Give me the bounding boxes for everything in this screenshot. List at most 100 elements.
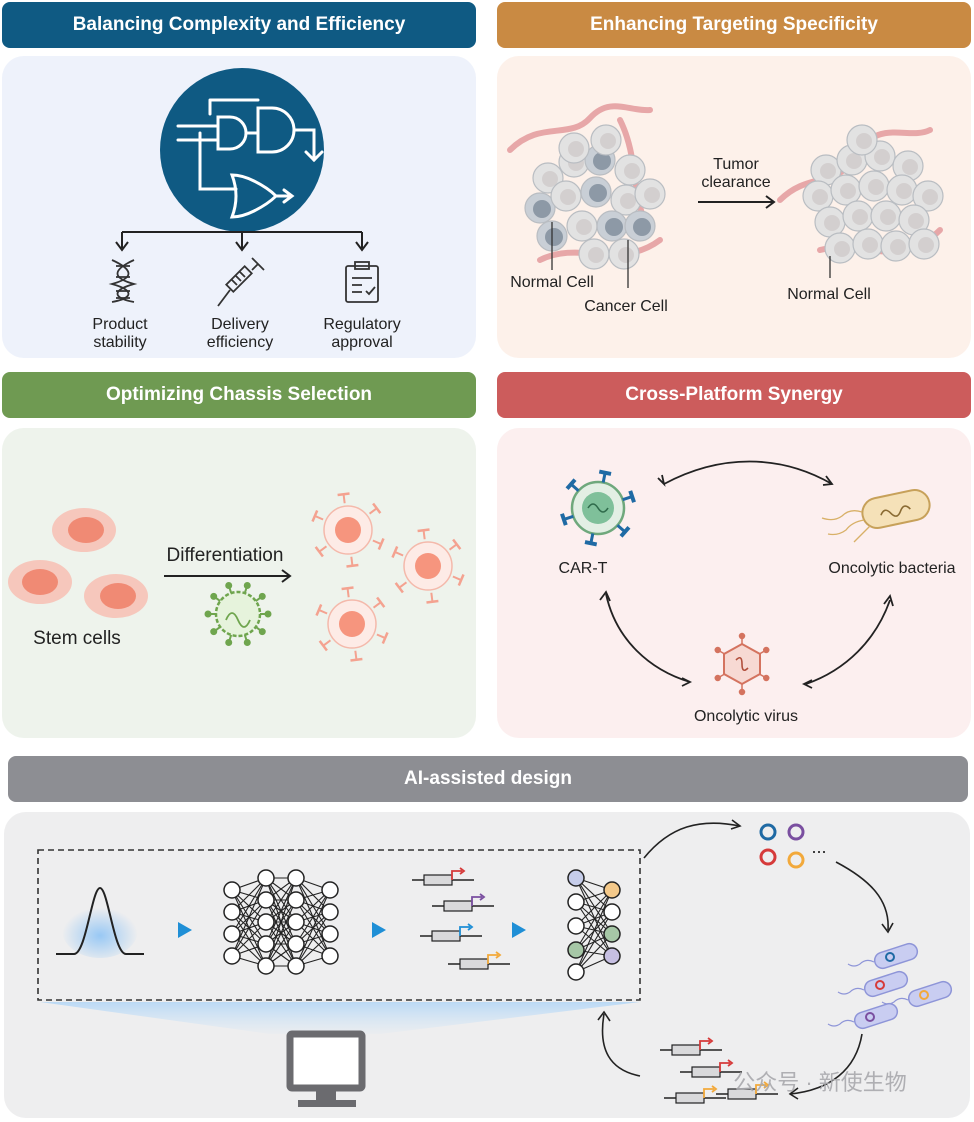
- cell-nucleus: [542, 171, 558, 187]
- virus-spike-tip: [258, 592, 266, 600]
- net-node: [603, 881, 621, 899]
- net-edge: [265, 877, 297, 923]
- computer-monitor-icon: [286, 1030, 366, 1107]
- tumor-tissue-illustration: [507, 103, 944, 288]
- panel3-header: Optimizing Chassis Selection: [2, 372, 476, 418]
- delivery-label-line2: efficiency: [206, 334, 274, 351]
- net-node: [287, 913, 305, 931]
- bacterium: [873, 942, 919, 970]
- cell-nucleus: [896, 183, 912, 199]
- cell-nucleus: [820, 163, 836, 179]
- plasmid-icons: [759, 823, 805, 869]
- immune-cell-nucleus: [339, 611, 365, 637]
- gene-block: [443, 900, 473, 912]
- receptor-tip: [350, 657, 363, 662]
- watermark: 公众号 · 新使生物: [733, 1070, 907, 1095]
- receptor-tip: [376, 596, 386, 608]
- flagellum: [827, 1019, 855, 1027]
- net-node: [287, 891, 305, 909]
- net-node: [223, 947, 241, 965]
- net-edge: [265, 921, 297, 967]
- panel1-header: Balancing Complexity and Efficiency: [2, 2, 476, 48]
- virus-spike-tip: [738, 688, 746, 696]
- delivery-efficiency-label: Delivery efficiency: [180, 316, 300, 352]
- differentiation-illustration: [8, 492, 465, 662]
- promoter-arrow: [719, 1062, 730, 1072]
- plasmid-ellipsis: ...: [811, 837, 827, 857]
- virus-spike-tip: [243, 581, 251, 589]
- dna-icon: [108, 259, 138, 303]
- immune-cell-nucleus: [415, 553, 441, 579]
- cell-nucleus: [846, 153, 862, 169]
- neural-network-icon: [223, 869, 339, 975]
- cell-nucleus: [856, 133, 872, 149]
- net-node: [287, 935, 305, 953]
- receptor: [354, 650, 358, 660]
- gene-block: [423, 874, 453, 886]
- cell-nucleus: [824, 215, 840, 231]
- net-node: [567, 941, 585, 959]
- tumor-clearance-line1: Tumor: [713, 156, 759, 173]
- trained-network-icon: [567, 869, 621, 981]
- receptor: [318, 545, 328, 553]
- panel2-title: Enhancing Targeting Specificity: [590, 14, 878, 35]
- panel4-body: [497, 428, 971, 738]
- net-edge: [265, 877, 297, 945]
- promoter-arrow-head: [727, 1059, 734, 1067]
- gene-block: [459, 958, 489, 970]
- cell-nucleus: [576, 219, 592, 235]
- receptor-tip: [337, 492, 350, 497]
- cell-nucleus: [880, 209, 896, 225]
- virus-spike-tip: [225, 639, 233, 647]
- virus-spike-tip: [243, 639, 251, 647]
- net-node: [223, 903, 241, 921]
- product-stability-label: Product stability: [60, 316, 180, 352]
- cell-nucleus: [633, 218, 651, 236]
- bacterium: [907, 980, 953, 1008]
- net-node: [257, 913, 275, 931]
- synergy-cycle-illustration: [560, 460, 931, 696]
- cell-nucleus: [545, 228, 563, 246]
- cell-nucleus: [890, 239, 906, 255]
- cancer-cell-label: Cancer Cell: [584, 298, 668, 315]
- cell-nucleus: [812, 189, 828, 205]
- receptor: [342, 494, 346, 504]
- plasmid: [875, 980, 885, 990]
- cell-nucleus: [852, 209, 868, 225]
- panel3-title: Optimizing Chassis Selection: [105, 384, 373, 405]
- receptor-tip: [452, 538, 462, 550]
- net-node: [603, 903, 621, 921]
- net-edge: [295, 889, 331, 945]
- car-t-label: CAR-T: [558, 560, 608, 577]
- receptor-tip: [341, 586, 354, 591]
- net-node: [321, 903, 339, 921]
- net-node: [257, 935, 275, 953]
- net-edge: [231, 899, 267, 957]
- engineered-bacteria-icons: [827, 942, 953, 1030]
- logic-circuit-icon: [115, 68, 369, 252]
- receptor-tip: [417, 528, 430, 533]
- normal-cell-cluster: [802, 124, 944, 264]
- receptor-tip: [314, 546, 324, 558]
- net-node: [567, 869, 585, 887]
- receptor-tip: [426, 599, 439, 604]
- net-edge: [575, 889, 613, 973]
- net-node: [603, 925, 621, 943]
- promoter-arrow: [699, 1040, 710, 1050]
- net-node: [567, 963, 585, 981]
- cell-nucleus: [600, 133, 616, 149]
- normal-cell-label: Normal Cell: [510, 274, 594, 291]
- promoter-arrow: [471, 896, 482, 906]
- promoter-arrow: [451, 870, 462, 880]
- oncolytic-virus-label: Oncolytic virus: [693, 708, 799, 725]
- oncolytic-bacteria-icon: [821, 489, 931, 543]
- virus-spike-tip: [714, 674, 722, 682]
- promoter-arrow: [703, 1088, 714, 1098]
- receptor: [318, 609, 328, 615]
- mixed-cell-cluster: [524, 124, 666, 270]
- car-receptor-tip: [584, 540, 598, 547]
- net-edge: [295, 911, 331, 967]
- receptor: [372, 539, 382, 545]
- receptor: [394, 551, 404, 557]
- net-edge: [295, 889, 331, 967]
